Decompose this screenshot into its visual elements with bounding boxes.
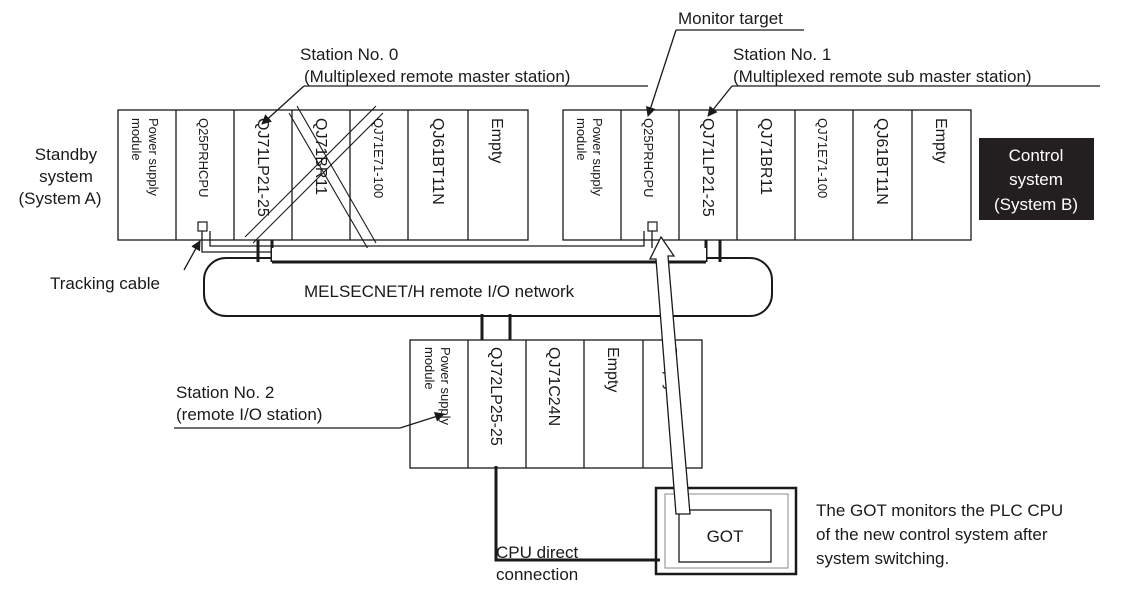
system-a-empty-label: Empty	[488, 118, 505, 163]
cpu-direct-label-2: connection	[496, 565, 578, 584]
system-b-e71-label: QJ71E71-100	[815, 118, 830, 198]
station-1-subtitle: (Multiplexed remote sub master station)	[733, 67, 1032, 86]
system-a-bt11n-label: QJ61BT11N	[429, 118, 446, 205]
station-2-power-label-2: module	[422, 347, 437, 390]
network-label: MELSECNET/H remote I/O network	[304, 282, 575, 301]
monitor-target-label: Monitor target	[678, 9, 783, 28]
system-a-br11-label: QJ71BR11	[312, 118, 329, 195]
got-note-line-2: of the new control system after	[816, 525, 1048, 544]
cpu-direct-label-1: CPU direct	[496, 543, 578, 562]
control-system-badge	[979, 138, 1094, 220]
got-screen	[678, 509, 772, 563]
system-a-rack: Power supply module Q25PRHCPU QJ71LP21-2…	[117, 105, 529, 250]
system-b-tracking-port	[647, 221, 658, 232]
got-note-line-1: The GOT monitors the PLC CPU	[816, 501, 1063, 520]
control-label-3: (System B)	[994, 195, 1078, 214]
system-a-stopped-cross	[244, 105, 384, 250]
station-2-empty-label-1: Empty	[604, 347, 621, 392]
station-2-power-label-1: Power supply	[438, 347, 453, 426]
station-0-title: Station No. 0	[300, 45, 398, 64]
system-b-cpu-label: Q25PRHCPU	[641, 118, 656, 197]
system-b-empty-label: Empty	[932, 118, 949, 163]
system-b-lp21-label: QJ71LP21-25	[699, 118, 716, 217]
cpu-direct-cable	[494, 466, 660, 562]
monitor-arrow	[648, 235, 691, 515]
control-label-1: Control	[1009, 146, 1064, 165]
system-a-rack-frame	[117, 109, 529, 241]
got-label: GOT	[707, 527, 744, 546]
system-b-power-label-2: module	[574, 118, 589, 161]
system-a-lp21-label: QJ71LP21-25	[254, 118, 271, 217]
station-1-title: Station No. 1	[733, 45, 831, 64]
system-b-bt11n-label: QJ61BT11N	[873, 118, 890, 205]
system-a-power-label-2: module	[129, 118, 144, 161]
station-2-rack: Power supply module QJ72LP25-25 QJ71C24N…	[409, 339, 703, 469]
station-2-rack-frame	[409, 339, 703, 469]
system-b-br11-label: QJ71BR11	[757, 118, 774, 195]
station-2-subtitle: (remote I/O station)	[176, 405, 322, 424]
system-b-rack: Power supply module Q25PRHCPU QJ71LP21-2…	[562, 109, 972, 241]
control-label-2: system	[1009, 170, 1063, 189]
system-a-power-label-1: Power supply	[146, 118, 161, 197]
system-a-tracking-port	[197, 221, 208, 232]
station-0-subtitle: (Multiplexed remote master station)	[304, 67, 570, 86]
station-2-c24n-label: QJ71C24N	[545, 347, 562, 426]
station-2-title: Station No. 2	[176, 383, 274, 402]
got-note-line-3: system switching.	[816, 549, 949, 568]
system-b-rack-frame	[562, 109, 972, 241]
standby-label-1: Standby	[35, 145, 98, 164]
system-a-e71-label: QJ71E71-100	[371, 118, 386, 198]
standby-label-3: (System A)	[18, 189, 101, 208]
leader-lines	[174, 29, 1100, 429]
got-bezel	[664, 493, 789, 569]
station-2-lp25-label: QJ72LP25-25	[487, 347, 504, 446]
system-b-power-label-1: Power supply	[590, 118, 605, 197]
system-a-cpu-label: Q25PRHCPU	[196, 118, 211, 197]
standby-label-2: system	[39, 167, 93, 186]
tracking-cable-label: Tracking cable	[50, 274, 160, 293]
